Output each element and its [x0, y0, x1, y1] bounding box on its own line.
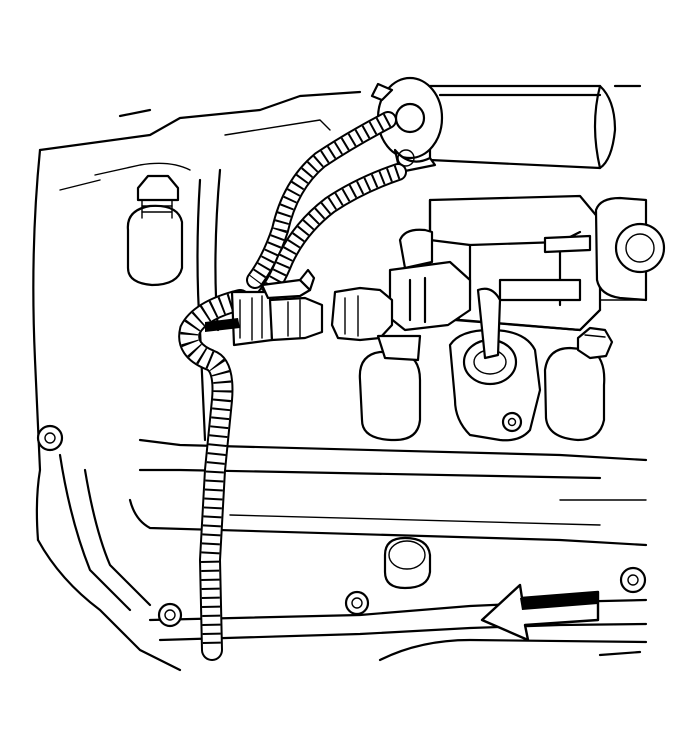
valve-cover-rails [58, 119, 648, 662]
bolt-icon [136, 174, 180, 202]
cylinder-lobes [358, 346, 606, 442]
sensor-plate [448, 287, 542, 442]
sensor-connector [330, 228, 472, 362]
engine-block-outline [32, 90, 642, 672]
arrow-left-icon [480, 583, 600, 642]
wiring-harness [178, 111, 407, 661]
stud-bolt-left [126, 174, 184, 287]
right-boss [594, 196, 666, 302]
bolt-icon [36, 424, 64, 452]
bracket-nut [576, 326, 614, 360]
bolt-icon [157, 602, 183, 628]
harness-connector [205, 268, 324, 347]
bolt-icon [619, 566, 647, 594]
sensor-bracket [428, 194, 602, 332]
flange-bolts [36, 424, 647, 628]
bolt-icon [344, 590, 370, 616]
upper-tube [370, 76, 642, 174]
nut-icon [576, 326, 614, 360]
casting-boss [383, 536, 432, 590]
